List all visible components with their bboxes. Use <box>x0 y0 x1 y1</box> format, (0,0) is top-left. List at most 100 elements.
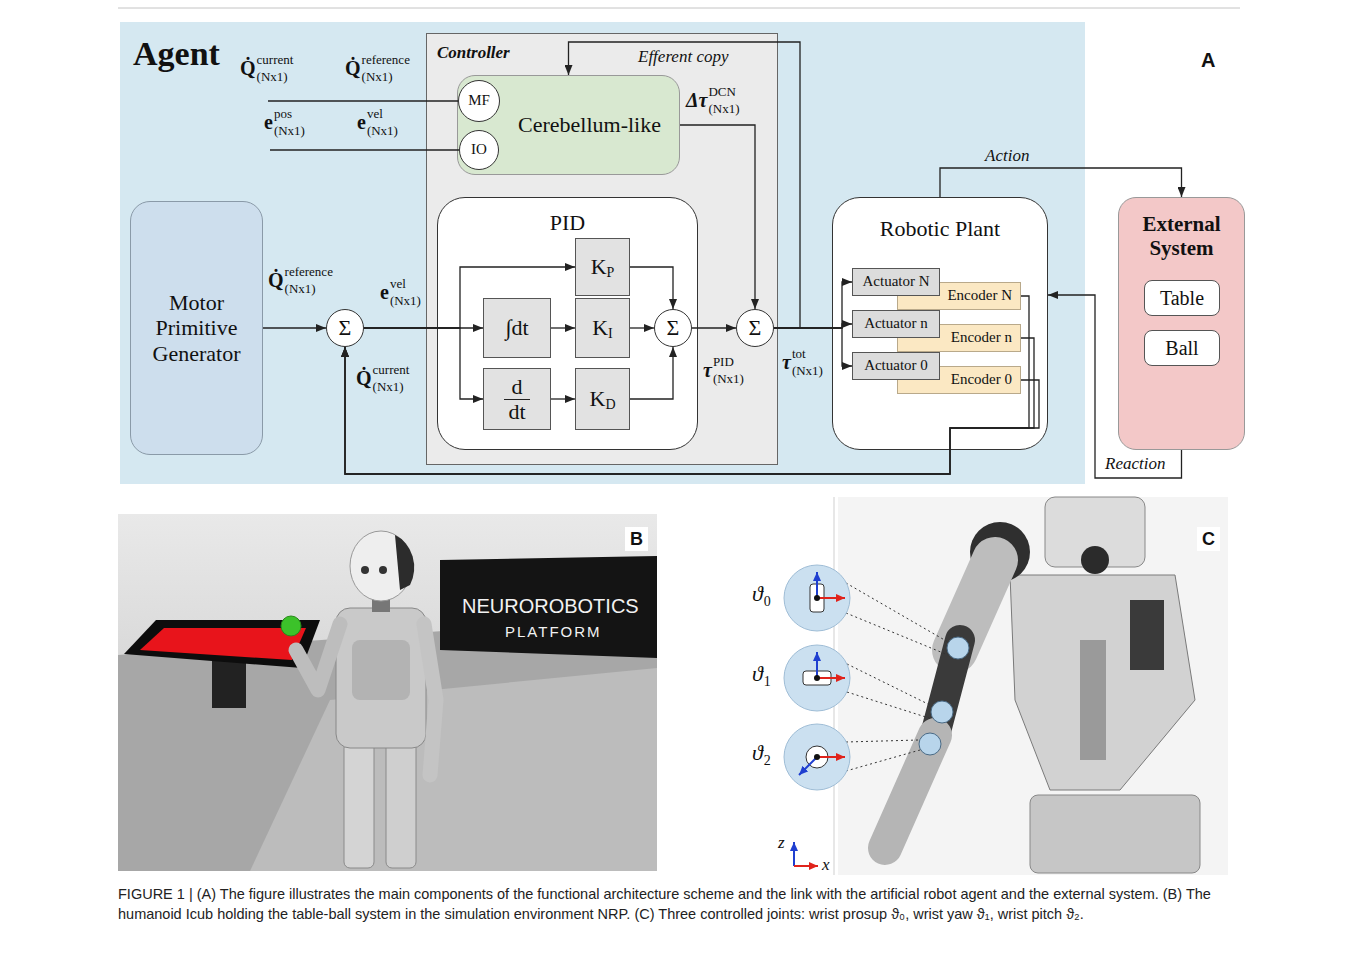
robot-arm-render <box>1130 600 1164 670</box>
connector-arrow <box>630 327 654 328</box>
signal-superscript: reference <box>285 265 333 278</box>
signal-subscript: (Nx1) <box>708 102 739 115</box>
node-label: dt <box>504 399 529 423</box>
simulation-scene <box>281 616 301 636</box>
connector-arrow <box>364 327 483 328</box>
signal-symbol: τ <box>782 352 791 372</box>
robot-arm-render <box>1010 575 1195 790</box>
signal-subscript: (Nx1) <box>367 124 398 137</box>
figure-caption: FIGURE 1 | (A) The figure illustrates th… <box>118 884 1243 925</box>
motor-primitive-box: Motor Primitive Generator <box>130 201 263 455</box>
leader-lines <box>846 583 948 642</box>
joint-axis-icon <box>817 677 845 679</box>
axis-triad <box>793 842 795 866</box>
node-label: PID <box>550 210 585 235</box>
joint-axis-icon <box>817 597 845 599</box>
signal-subscript: (Nx1) <box>390 294 421 307</box>
signal-symbol: Q̇ <box>268 270 284 290</box>
connector-arrow <box>345 338 1034 474</box>
connector-arrow <box>263 327 326 328</box>
simulation-scene <box>352 640 410 700</box>
signal-symbol: Q̇ <box>240 58 256 78</box>
joint-index: 0 <box>764 595 771 609</box>
robot-arm-render <box>919 733 941 755</box>
leader-lines <box>846 750 920 771</box>
joint-axis-icon <box>784 565 850 631</box>
joint-index: 1 <box>764 675 771 689</box>
leader-lines <box>846 740 919 742</box>
node-label: Motor Primitive Generator <box>141 290 252 366</box>
external-system-box: External SystemTableBall <box>1118 197 1245 450</box>
robot-arm-render <box>838 497 1228 875</box>
robot-arm-render <box>947 637 969 659</box>
agent-region: AgentControllerCerebellum-likeMFIOPIDKP∫… <box>120 22 1085 484</box>
node-label: Agent <box>133 34 220 73</box>
signal-symbol: e <box>357 112 366 132</box>
robot-arm-render <box>834 497 1228 875</box>
node-label: Encoder 0 <box>951 371 1012 388</box>
connector-arrow <box>630 267 673 309</box>
joint-axis-icon <box>817 756 845 758</box>
signal-superscript: current <box>373 363 410 376</box>
connector-arrow <box>774 324 852 328</box>
node-label: D <box>605 397 615 413</box>
axis-label: z <box>778 834 785 851</box>
actuator-block: Actuator 0 <box>852 352 940 380</box>
node-label: Actuator N <box>862 273 929 290</box>
connector-arrow <box>364 328 483 399</box>
joint-axis-icon <box>784 645 850 711</box>
connector-arrow <box>774 282 852 328</box>
leader-lines <box>846 583 948 771</box>
summing-junction: Σ <box>736 309 774 347</box>
signal-superscript: DCN <box>708 85 735 98</box>
signal-symbol: Q̇ <box>356 368 372 388</box>
signal-symbol: e <box>380 282 389 302</box>
connector-arrow <box>680 125 755 309</box>
axis-label: x <box>822 856 830 873</box>
connector-arrow <box>1048 295 1182 478</box>
node-label: Robotic Plant <box>880 216 1000 241</box>
integrator-block: ∫dt <box>483 298 551 358</box>
simulation-scene <box>250 668 657 871</box>
robot-arm-render <box>1030 795 1200 873</box>
joint-angle-symbol: ϑ <box>752 742 763 764</box>
node-label: K <box>589 386 605 411</box>
signal-label: Reaction <box>1103 454 1167 473</box>
simulation-scene <box>395 535 414 590</box>
node-label: Cerebellum-like <box>518 112 661 137</box>
table-box: Table <box>1144 280 1220 316</box>
robotic-plant-box: Robotic PlantActuator NEncoder NActuator… <box>832 197 1048 450</box>
leader-lines <box>847 664 932 706</box>
signal-subscript: (Nx1) <box>274 124 305 137</box>
ball-box: Ball <box>1144 330 1220 366</box>
sign-text: PLATFORM <box>505 624 602 639</box>
input-wires <box>268 101 459 150</box>
node-label: P <box>607 265 615 281</box>
node-label: d <box>512 375 523 398</box>
summing-junction: Σ <box>326 309 364 347</box>
top-rule <box>118 8 1240 9</box>
robot-arm-render <box>1080 640 1106 760</box>
node-label: External System <box>1125 212 1238 260</box>
simulation-scene <box>118 514 657 871</box>
node-label: Actuator 0 <box>864 357 928 374</box>
connector-arrow <box>345 296 1029 474</box>
simulation-scene <box>361 566 369 574</box>
node-label: IO <box>471 141 487 158</box>
joint-axis-icon <box>816 572 818 598</box>
joint-axis-icon <box>814 754 820 760</box>
node-label: Σ <box>667 315 680 340</box>
connector-arrow <box>940 168 1182 197</box>
signal-label: Action <box>983 146 1031 165</box>
joint-axis-icon <box>799 757 817 775</box>
node-label: Encoder n <box>951 329 1012 346</box>
simulation-scene <box>440 556 657 658</box>
signal-subscript: (Nx1) <box>713 372 744 385</box>
signal-subscript: (Nx1) <box>373 380 404 393</box>
connector-arrow <box>345 347 1039 474</box>
signal-superscript: PID <box>713 355 734 368</box>
leader-lines <box>846 613 948 655</box>
signal-label: Efferent copy <box>636 47 730 66</box>
